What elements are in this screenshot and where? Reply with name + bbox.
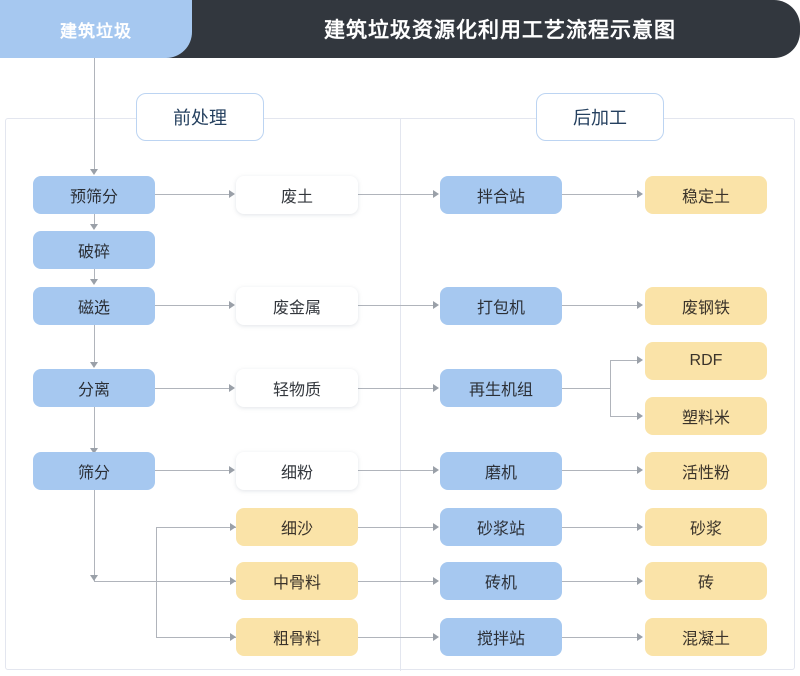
edge-prescreen-to-waste-soil [155, 194, 230, 195]
arrowhead-trunk-to-coarse [230, 633, 236, 641]
source-tab[interactable]: 建筑垃圾 [0, 0, 192, 58]
arrowhead-recycle-unit-to-rdf [637, 356, 643, 364]
edge-concrete-station-to-concrete [562, 637, 639, 638]
node-mill[interactable]: 磨机 [440, 452, 562, 490]
edge-coarse-to-concrete-station [358, 637, 435, 638]
edge-aggregate-trunk [156, 527, 157, 637]
arrowhead-waste-soil-to-mixing [433, 190, 439, 198]
node-crush[interactable]: 破碎 [33, 231, 155, 269]
arrowhead-magnet-to-waste-metal [229, 301, 235, 309]
node-coarse-aggregate[interactable]: 粗骨料 [236, 618, 358, 656]
node-waste-soil[interactable]: 废土 [236, 176, 358, 214]
arrowhead-mortar-station-to-mortar [637, 523, 643, 531]
arrowhead-trunk-to-fine-sand [230, 523, 236, 531]
node-scrap-steel[interactable]: 废钢铁 [645, 287, 767, 325]
node-concrete-station[interactable]: 搅拌站 [440, 618, 562, 656]
edge-recycle-unit-to-rdf [610, 360, 639, 361]
node-active-powder[interactable]: 活性粉 [645, 452, 767, 490]
node-fine-sand[interactable]: 细沙 [236, 508, 358, 546]
edge-recycle-unit-to-plastic [610, 416, 639, 417]
node-rdf[interactable]: RDF [645, 342, 767, 380]
node-fine-powder[interactable]: 细粉 [236, 452, 358, 490]
edge-medium-to-brick-machine [358, 581, 435, 582]
edge-recycle-unit-stem [562, 388, 611, 389]
node-mortar[interactable]: 砂浆 [645, 508, 767, 546]
edge-waste-soil-to-mixing [358, 194, 435, 195]
arrowhead-coarse-to-concrete-station [433, 633, 439, 641]
stage-label-post[interactable]: 后加工 [536, 93, 664, 141]
edge-mill-to-active-powder [562, 470, 639, 471]
edge-fine-sand-to-mortar-station [358, 527, 435, 528]
arrowhead-prescreen-to-crush [90, 224, 98, 230]
arrowhead-waste-metal-to-baler [433, 301, 439, 309]
arrowhead-mill-to-active-powder [637, 466, 643, 474]
arrowhead-sieve-drop [90, 575, 98, 581]
stage-divider [400, 118, 401, 671]
arrowhead-prescreen-to-waste-soil [229, 190, 235, 198]
node-brick[interactable]: 砖 [645, 562, 767, 600]
edge-magnet-to-separate [94, 324, 95, 364]
edge-magnet-to-waste-metal [155, 305, 230, 306]
node-sieve[interactable]: 筛分 [33, 452, 155, 490]
arrowhead-recycle-unit-to-plastic [637, 412, 643, 420]
arrowhead-sieve-to-fine-powder [229, 466, 235, 474]
node-concrete[interactable]: 混凝土 [645, 618, 767, 656]
arrowhead-baler-to-scrap-steel [637, 301, 643, 309]
edge-waste-metal-to-baler [358, 305, 435, 306]
edge-mixing-to-stable-soil [562, 194, 639, 195]
edge-light-to-recycle-unit [358, 388, 435, 389]
node-medium-aggregate[interactable]: 中骨料 [236, 562, 358, 600]
edge-crush-to-magnet [94, 268, 95, 281]
edge-sieve-to-trunk [94, 581, 236, 582]
arrowhead-mixing-to-stable-soil [637, 190, 643, 198]
node-mortar-station[interactable]: 砂浆站 [440, 508, 562, 546]
arrowhead-brick-machine-to-brick [637, 577, 643, 585]
page-title: 建筑垃圾资源化利用工艺流程示意图 [324, 19, 676, 42]
node-baler[interactable]: 打包机 [440, 287, 562, 325]
node-plastic-pellet[interactable]: 塑料米 [645, 397, 767, 435]
node-magnetic[interactable]: 磁选 [33, 287, 155, 325]
arrowhead-light-to-recycle-unit [433, 384, 439, 392]
edge-trunk-to-fine-sand [156, 527, 236, 528]
arrowhead-fine-sand-to-mortar-station [433, 523, 439, 531]
edge-trunk-to-coarse [156, 637, 236, 638]
edge-source-to-prescreen [94, 58, 95, 171]
arrowhead-concrete-station-to-concrete [637, 633, 643, 641]
node-mixing-station[interactable]: 拌合站 [440, 176, 562, 214]
edge-fine-powder-to-mill [358, 470, 435, 471]
node-stabilized-soil[interactable]: 稳定土 [645, 176, 767, 214]
node-separate[interactable]: 分离 [33, 369, 155, 407]
edge-sieve-to-fine-powder [155, 470, 230, 471]
edge-separate-to-light [155, 388, 230, 389]
edge-separate-to-sieve [94, 400, 95, 450]
stage-label-pre[interactable]: 前处理 [136, 93, 264, 141]
arrowhead-crush-to-magnet [90, 279, 98, 285]
edge-baler-to-scrap-steel [562, 305, 639, 306]
arrowhead-trunk-to-medium [230, 577, 236, 585]
arrowhead-separate-to-sieve [90, 448, 98, 454]
node-waste-metal[interactable]: 废金属 [236, 287, 358, 325]
edge-sieve-drop [94, 489, 95, 581]
node-prescreen[interactable]: 预筛分 [33, 176, 155, 214]
edge-prescreen-to-crush [94, 213, 95, 226]
edge-mortar-station-to-mortar [562, 527, 639, 528]
arrowhead-source-to-prescreen [90, 169, 98, 175]
node-brick-machine[interactable]: 砖机 [440, 562, 562, 600]
arrowhead-medium-to-brick-machine [433, 577, 439, 585]
arrowhead-magnet-to-separate [90, 362, 98, 368]
node-recycling-unit[interactable]: 再生机组 [440, 369, 562, 407]
edge-brick-machine-to-brick [562, 581, 639, 582]
arrowhead-fine-powder-to-mill [433, 466, 439, 474]
edge-recycle-unit-split [610, 360, 611, 416]
arrowhead-separate-to-light [229, 384, 235, 392]
node-light-matter[interactable]: 轻物质 [236, 369, 358, 407]
